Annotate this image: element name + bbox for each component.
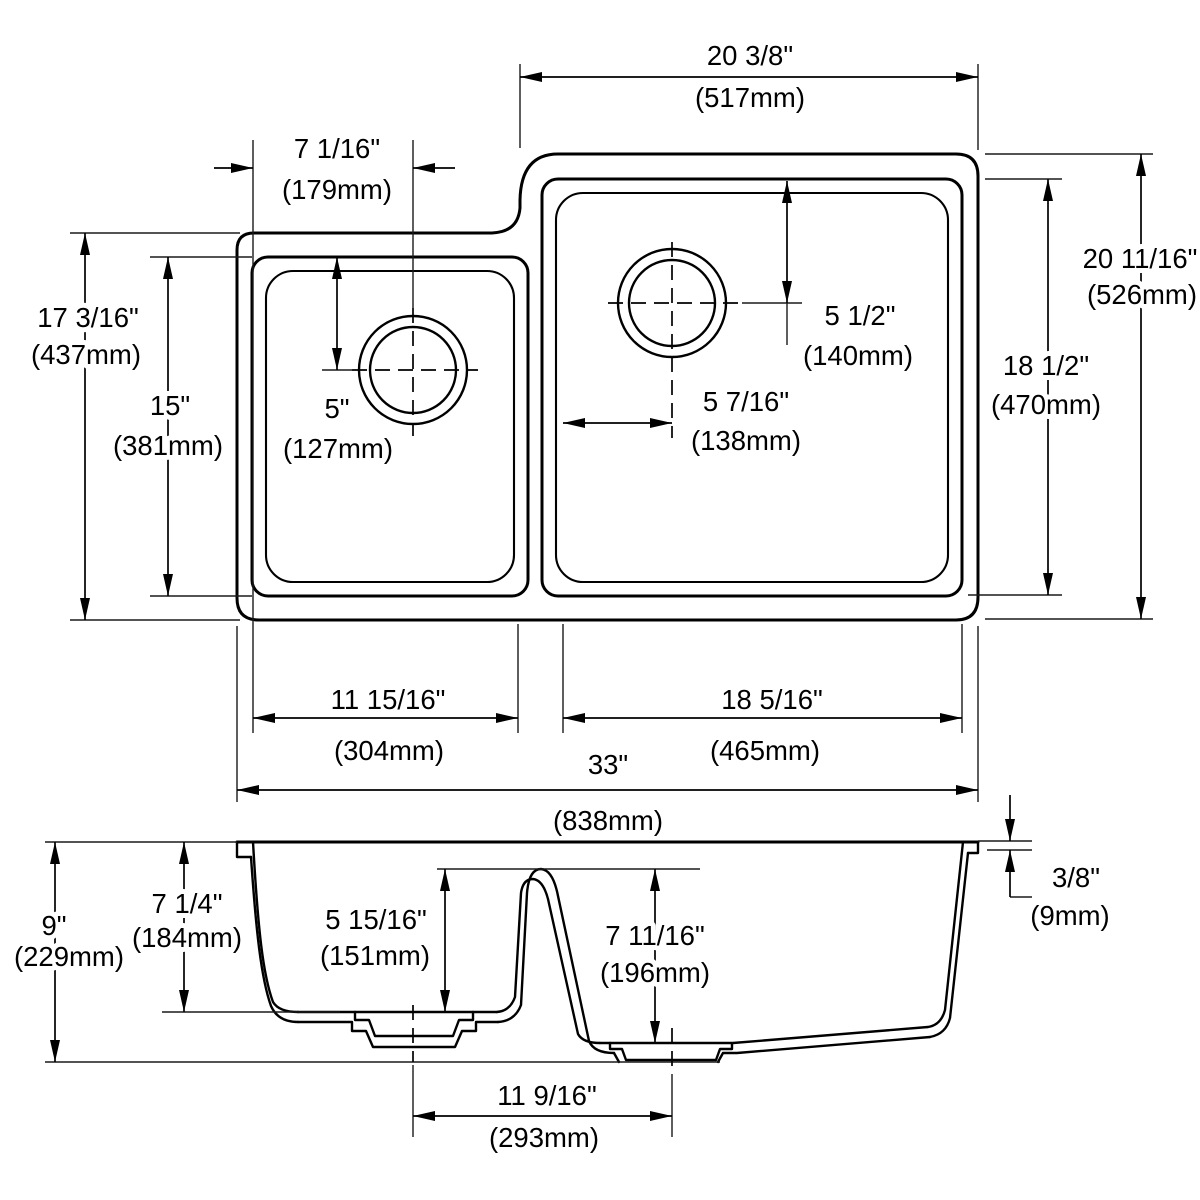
divider-inner xyxy=(495,877,602,1045)
small-bowl-shell xyxy=(296,1020,500,1049)
dim-overall-front-back-in: 17 3/16" xyxy=(37,302,139,333)
dim-divider-large-floor-in: 7 11/16" xyxy=(605,920,704,951)
sink-outline-plan xyxy=(235,152,980,622)
large-bowl-floor-line xyxy=(598,1025,930,1045)
small-drain-recess xyxy=(353,1010,475,1038)
dim-divider-small-floor-mm: (151mm) xyxy=(320,940,430,971)
dim-drain-spacing-in: 11 9/16" xyxy=(497,1080,596,1111)
dim-right-section-fb-in: 20 11/16" xyxy=(1083,243,1198,274)
dimension-lines-section xyxy=(50,795,1015,1121)
dim-rim-thickness-mm: (9mm) xyxy=(1030,900,1109,931)
divider-outer xyxy=(496,867,616,1055)
dim-small-bowl-depth-mm: (184mm) xyxy=(132,922,242,953)
dim-small-drain-front-in: 5" xyxy=(324,393,349,424)
dim-divider-large-floor-mm: (196mm) xyxy=(600,957,710,988)
dim-right-section-width-in: 20 3/8" xyxy=(707,40,793,71)
dim-overall-depth-mm: (229mm) xyxy=(14,941,124,972)
dim-overall-depth-in: 9" xyxy=(41,910,66,941)
left-wall-outer xyxy=(249,855,300,1024)
plan-view: 20 3/8" (517mm) 7 1/16" (179mm) 17 3/16"… xyxy=(26,35,1200,841)
outer-rim xyxy=(235,152,980,622)
dim-large-bowl-width-mm: (465mm) xyxy=(710,735,820,766)
dim-small-bowl-depth-in: 7 1/4" xyxy=(152,888,223,919)
left-rim-lip xyxy=(235,840,253,859)
dim-overall-width-in: 33" xyxy=(588,749,628,780)
dim-small-drain-offset-in: 7 1/16" xyxy=(294,133,380,164)
dim-drain-spacing-mm: (293mm) xyxy=(489,1122,599,1153)
right-wall-inner xyxy=(926,840,965,1029)
dim-large-drain-front-mm: (140mm) xyxy=(803,340,913,371)
large-recess-shell-left xyxy=(612,1051,621,1064)
dim-large-drain-front-in: 5 1/2" xyxy=(825,300,896,331)
dim-right-section-width-mm: (517mm) xyxy=(695,82,805,113)
dim-large-drain-left-mm: (138mm) xyxy=(691,425,801,456)
extension-lines-plan xyxy=(70,64,1153,802)
large-bowl-drain xyxy=(608,242,802,438)
dim-small-bowl-width-in: 11 15/16" xyxy=(331,684,446,715)
dim-divider-small-floor-in: 5 15/16" xyxy=(325,904,427,935)
small-bowl-drain xyxy=(322,308,478,436)
large-bowl-shell xyxy=(716,1035,932,1064)
dim-right-section-fb-mm: (526mm) xyxy=(1087,279,1197,310)
dim-small-bowl-fb-mm: (381mm) xyxy=(113,430,223,461)
dim-large-drain-left-in: 5 7/16" xyxy=(703,386,789,417)
small-bowl xyxy=(250,255,530,598)
dim-large-bowl-fb-in: 18 1/2" xyxy=(1003,350,1089,381)
right-wall-outer xyxy=(928,851,970,1039)
dim-small-bowl-width-mm: (304mm) xyxy=(334,735,444,766)
large-bowl-floor xyxy=(554,191,950,584)
dim-overall-width-mm: (838mm) xyxy=(553,805,663,836)
dim-small-bowl-fb-in: 15" xyxy=(150,390,190,421)
dimension-lines-plan xyxy=(80,72,1146,795)
dim-large-bowl-fb-mm: (470mm) xyxy=(991,389,1101,420)
right-rim-lip xyxy=(966,840,980,855)
section-view: 9" (229mm) 7 1/4" (184mm) 5 15/16" (151m… xyxy=(9,795,1115,1158)
dimension-labels-section: 9" (229mm) 7 1/4" (184mm) 5 15/16" (151m… xyxy=(9,857,1115,1158)
extension-lines-section xyxy=(45,840,1032,1137)
dim-large-bowl-width-in: 18 5/16" xyxy=(721,684,823,715)
dim-overall-front-back-mm: (437mm) xyxy=(31,339,141,370)
large-bowl xyxy=(540,177,964,598)
large-drain-recess xyxy=(608,1041,734,1062)
dim-small-drain-front-mm: (127mm) xyxy=(283,433,393,464)
dimension-labels-plan: 20 3/8" (517mm) 7 1/16" (179mm) 17 3/16"… xyxy=(26,35,1200,841)
dim-rim-thickness-in: 3/8" xyxy=(1052,862,1100,893)
small-bowl-floor xyxy=(264,269,516,584)
dim-small-drain-offset-mm: (179mm) xyxy=(282,174,392,205)
left-wall-inner xyxy=(251,840,300,1014)
